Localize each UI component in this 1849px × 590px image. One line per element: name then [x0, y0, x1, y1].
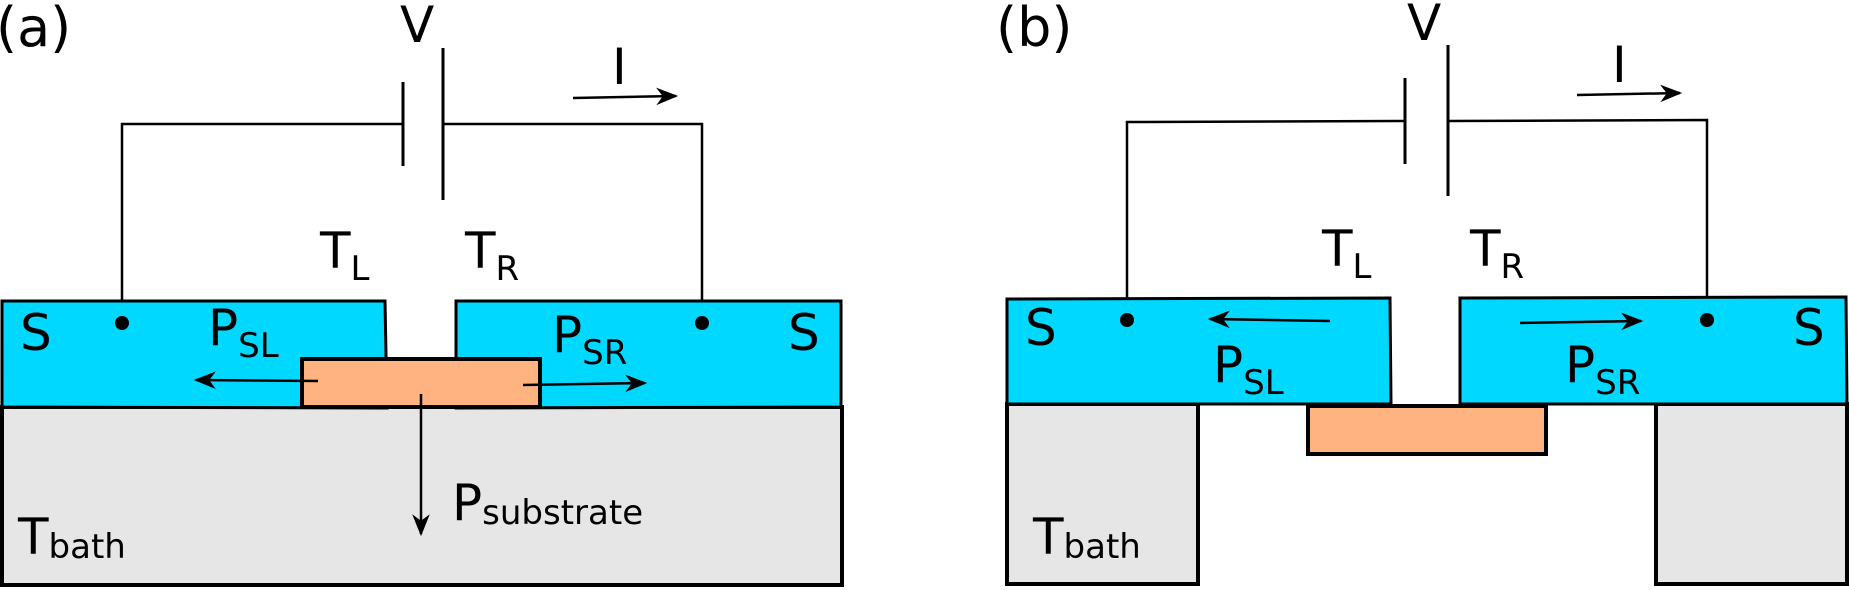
panel-b-tbath: Tbath [1032, 508, 1141, 567]
panel-b: (b) V I TL TR S S PSL PSR Tbath [996, 0, 1849, 586]
panel-b-wire-left [1125, 119, 1406, 320]
panel-a-psl: PSL [208, 299, 279, 366]
panel-b-current-arrow [1576, 84, 1683, 103]
panel-b-contact-left [1120, 313, 1134, 327]
panel-b-s-left: S [1025, 299, 1057, 357]
panel-b-s-right: S [1793, 299, 1825, 357]
panel-a-tl: TL [319, 222, 370, 289]
panel-a-tbath: Tbath [17, 508, 126, 567]
panel-a-current-arrow [572, 87, 679, 106]
panel-b-superconductor-right [1458, 295, 1849, 406]
panel-b-psl-arrow [1207, 310, 1331, 329]
panel-b-wire-right [1447, 118, 1709, 320]
panel-b-contact-right [1700, 313, 1714, 327]
panel-a-tr: TR [464, 222, 519, 289]
panel-b-bath-block-right [1654, 402, 1849, 586]
panel-b-voltage-label: V [1407, 0, 1441, 52]
panel-b-psr-arrow [1519, 312, 1644, 331]
panel-a-s-right: S [788, 304, 820, 362]
panel-a-psr: PSR [552, 306, 627, 373]
panel-a-wire-right [443, 122, 704, 323]
panel-b-psl: PSL [1213, 336, 1284, 403]
panel-a-label: (a) [0, 0, 71, 59]
panel-b-tr: TR [1469, 220, 1524, 287]
panel-a-psubstrate: Psubstrate [452, 474, 643, 533]
panel-a-voltage-label: V [400, 0, 434, 54]
panel-a-current-label: I [612, 38, 627, 96]
panel-b-psr: PSR [1565, 336, 1640, 403]
panel-a-psl-arrow [193, 371, 319, 389]
panel-a: (a) V I TL TR S S PSL PSR Psubstrate Tb [0, 0, 844, 587]
panel-b-normal-metal-island [1306, 404, 1548, 456]
panel-b-tl: TL [1321, 220, 1372, 287]
panel-a-psr-arrow [522, 374, 648, 393]
panel-b-current-label: I [1612, 36, 1627, 94]
panel-a-contact-right [695, 316, 709, 330]
panel-a-s-left: S [20, 304, 52, 362]
panel-b-bath-block-left [1005, 402, 1200, 586]
panel-b-label: (b) [996, 0, 1072, 59]
panel-b-superconductor-left [1005, 296, 1393, 406]
panel-a-contact-left [115, 316, 129, 330]
panel-a-wire-left [120, 122, 403, 323]
